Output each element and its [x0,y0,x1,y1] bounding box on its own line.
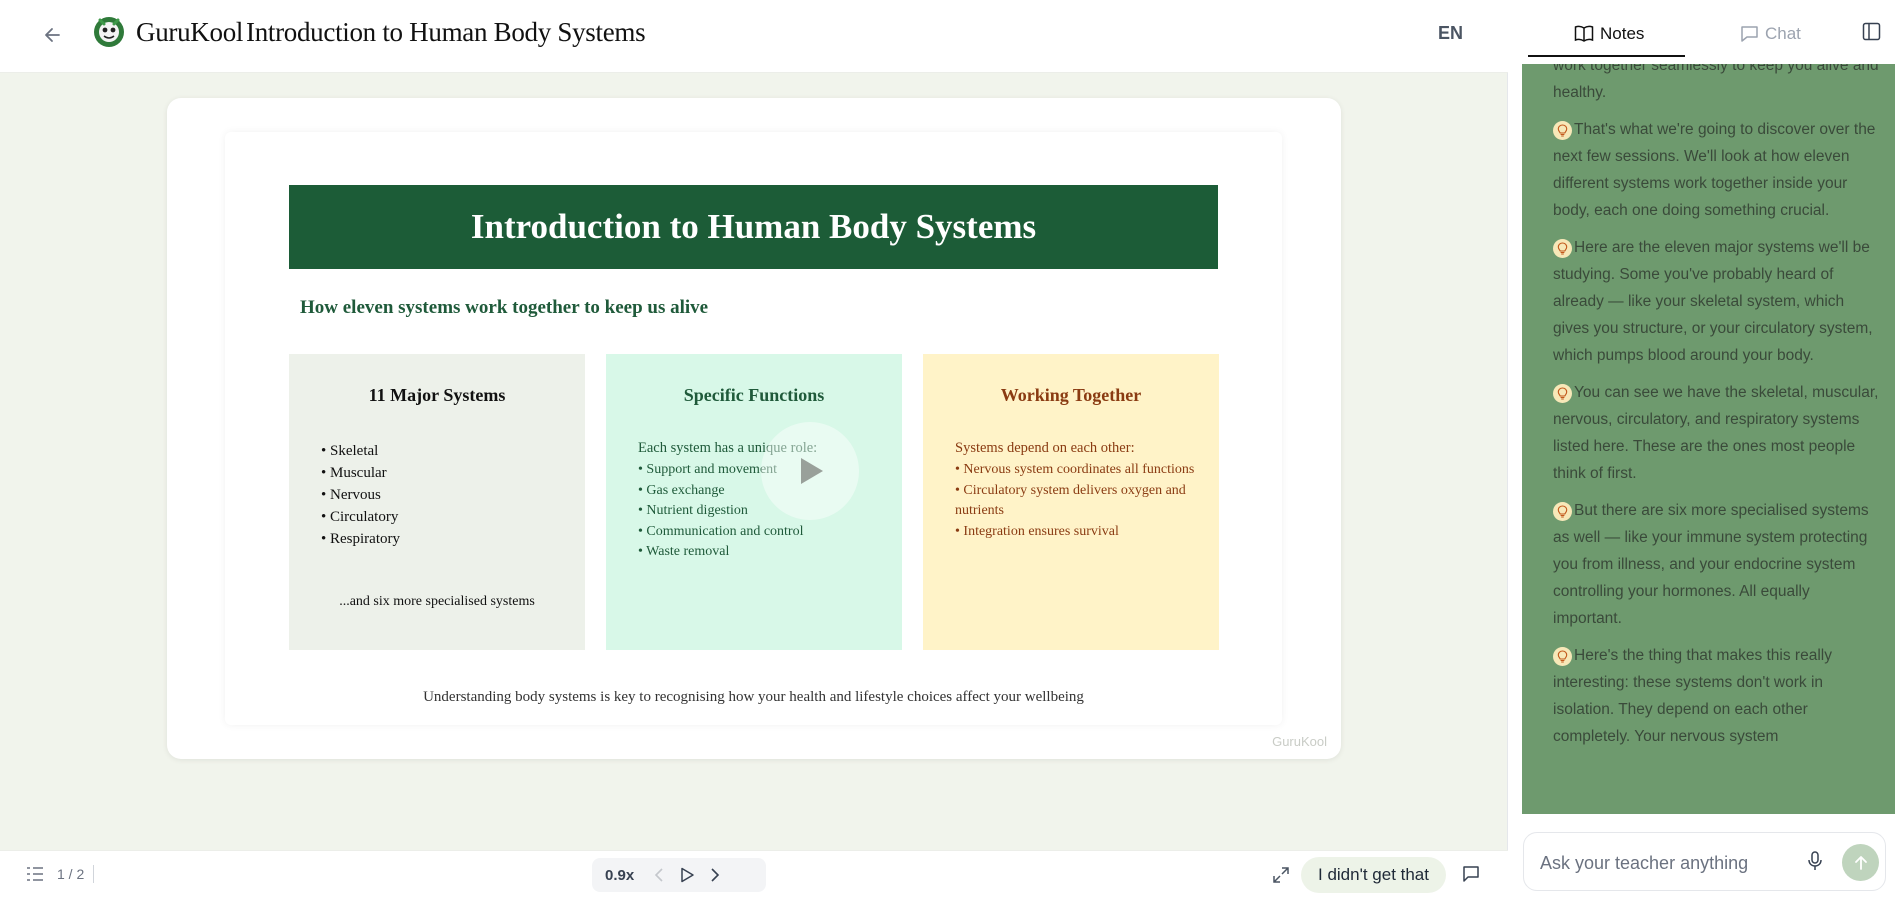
slide-title: Introduction to Human Body Systems [470,207,1037,246]
functions-list: • Support and movement • Gas exchange • … [638,460,803,563]
note-paragraph: You can see we have the skeletal, muscul… [1553,379,1881,487]
list-item: • Waste removal [638,544,730,559]
list-item: • Muscular [321,465,387,481]
note-paragraph: Here are the eleven major systems we'll … [1553,234,1881,369]
note-text: But there are six more specialised syste… [1553,502,1869,627]
ask-input[interactable] [1540,849,1790,877]
column-heading: Working Together [1000,385,1142,405]
microphone-button[interactable] [1807,851,1823,876]
list-item: • Integration ensures survival [955,523,1119,539]
notes-transcript[interactable]: work together seamlessly to keep you ali… [1522,64,1895,814]
note-text: You can see we have the skeletal, muscul… [1553,384,1879,482]
divider [93,865,94,883]
lesson-title: Introduction to Human Body Systems [246,17,646,47]
ask-box [1523,832,1886,891]
play-icon [801,458,823,484]
column-lead: Each system has a unique role: [638,440,818,456]
arrow-up-icon [1854,855,1867,870]
top-bar: GuruKool Introduction to Human Body Syst… [0,0,1508,73]
active-tab-indicator [1528,55,1685,57]
tab-label: Notes [1600,24,1645,43]
speed-selector[interactable]: 0.9x [605,867,635,884]
play-icon [681,867,694,883]
send-button[interactable] [1842,844,1879,881]
chevron-right-icon [711,868,720,882]
lightbulb-icon [1553,502,1572,521]
list-item: • Respiratory [321,531,400,547]
tab-notes[interactable]: Notes [1574,20,1644,48]
main-area: GuruKool Introduction to Human Body Syst… [0,0,1508,897]
working-together-column: Working Together Systems depend on each … [923,354,1219,650]
expand-icon [1273,867,1289,883]
slide-subtitle: How eleven systems work together to keep… [300,297,709,318]
arrow-left-icon [45,28,60,42]
tab-label: Chat [1765,24,1801,43]
list-item: • Communication and control [638,523,804,539]
lightbulb-icon [1553,121,1572,140]
next-button[interactable] [706,866,724,884]
message-square-icon [1463,866,1479,882]
notes-content: work together seamlessly to keep you ali… [1553,64,1881,760]
panel-tabs: Notes Chat [1508,0,1895,64]
column-heading: Specific Functions [683,385,825,405]
note-paragraph: But there are six more specialised syste… [1553,497,1881,632]
list-item: • Gas exchange [638,482,725,498]
sidebar-toggle-icon [1862,22,1881,41]
note-text: work together seamlessly to keep you ali… [1553,64,1879,101]
slide-footer: Understanding body systems is key to rec… [423,689,1084,705]
outline-list-icon[interactable] [26,866,44,887]
systems-list: • Skeletal • Muscular • Nervous • Circul… [321,440,400,550]
brand-name: GuruKool [136,17,244,47]
systems-column: 11 Major Systems • Skeletal • Muscular •… [289,354,585,650]
note-text: Here's the thing that makes this really … [1553,647,1832,745]
note-text: Here are the eleven major systems we'll … [1553,239,1873,364]
gurukool-logo-icon [92,14,126,52]
lightbulb-icon [1553,647,1572,666]
bottom-bar: 1 / 2 0.9x I didn't get that [0,850,1508,897]
chevron-left-icon [654,868,663,882]
note-paragraph: work together seamlessly to keep you ali… [1553,64,1881,106]
slide-card: Introduction to Human Body Systems How e… [167,98,1341,759]
previous-button[interactable] [650,866,668,884]
lightbulb-icon [1553,384,1572,403]
column-lead: Systems depend on each other: [955,440,1135,456]
didnt-get-that-button[interactable]: I didn't get that [1301,857,1446,893]
book-open-icon [1574,25,1594,42]
list-item: • Skeletal [321,443,379,459]
watermark: GuruKool [1272,734,1327,749]
page-counter: 1 / 2 [57,866,85,882]
microphone-icon [1808,851,1822,870]
column-heading: 11 Major Systems [368,385,506,405]
side-panel: Notes Chat work together seamlessly to k… [1508,0,1895,897]
playback-controls: 0.9x [592,858,766,892]
slide: Introduction to Human Body Systems How e… [225,132,1282,725]
slide-title-banner: Introduction to Human Body Systems [289,185,1218,269]
list-item: • Support and movement [638,462,778,477]
note-paragraph: Here's the thing that makes this really … [1553,642,1881,750]
list-item: • Circulatory [321,509,399,525]
lightbulb-icon [1553,239,1572,258]
integration-list: • Nervous system coordinates all functio… [955,460,1195,542]
list-item: • Nervous [321,487,381,503]
play-button[interactable] [678,866,696,884]
note-text: That's what we're going to discover over… [1553,121,1876,219]
chat-bubble-icon [1741,26,1758,42]
tab-chat[interactable]: Chat [1740,20,1801,48]
play-overlay-button[interactable] [761,422,859,520]
list-item: • Circulatory system delivers oxygen and… [955,482,1186,519]
note-paragraph: That's what we're going to discover over… [1553,116,1881,224]
fullscreen-button[interactable] [1272,866,1290,889]
collapse-panel-button[interactable] [1862,22,1881,46]
functions-column: Specific Functions Each system has a uni… [606,354,902,650]
comment-button[interactable] [1462,865,1480,888]
list-item: • Nutrient digestion [638,503,748,518]
column-footer: ...and six more specialised systems [339,594,535,609]
list-item: • Nervous system coordinates all functio… [955,462,1195,477]
language-selector[interactable]: EN [1438,23,1464,43]
back-button[interactable] [36,18,70,52]
